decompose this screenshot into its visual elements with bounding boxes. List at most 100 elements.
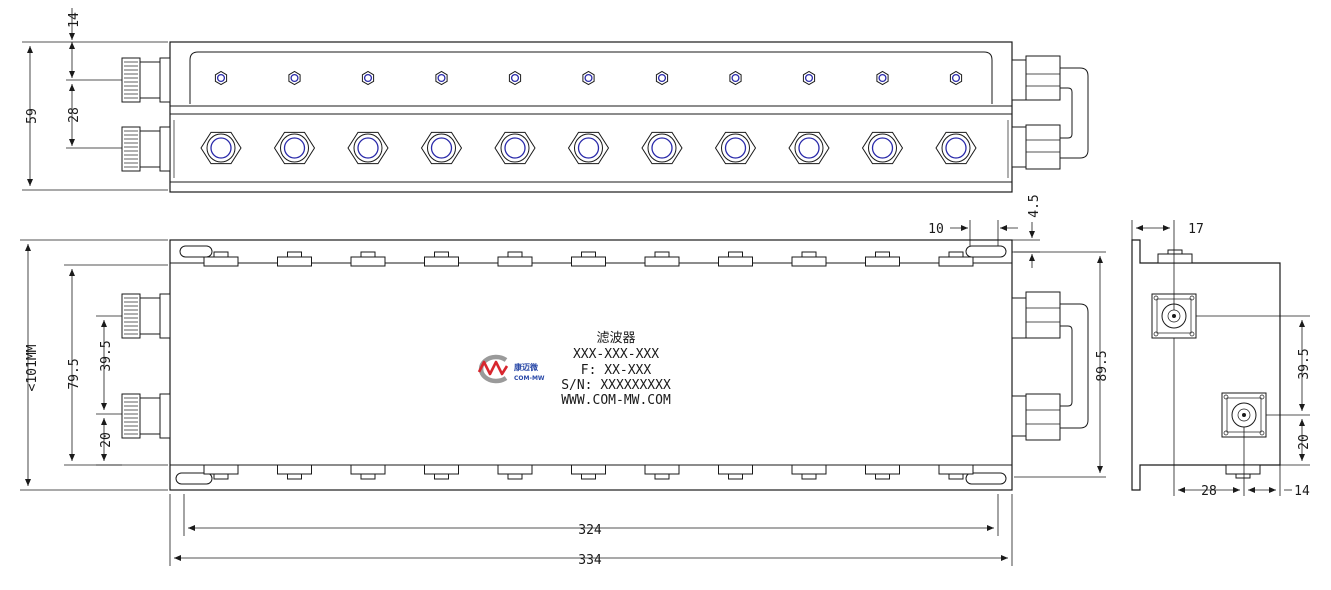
tuning-screw [288,70,301,86]
cavity-nut-row [200,131,977,165]
top-view-dim-28: 28 [66,84,122,149]
top-flange [571,251,606,267]
dim-89-5-label: 89.5 [1095,350,1110,381]
bottom-flange [350,464,386,480]
dim-20-label: 20 [99,432,114,448]
logo-en-name: COM-MW [514,375,545,382]
top-flange [938,251,974,267]
label-website: WWW.COM-MW.COM [561,393,671,408]
logo-cn-name: 康迈微 [514,362,538,372]
front-view-dim-20: 20 [96,418,122,466]
top-view-dim-59: 59 [22,41,168,191]
top-flange [424,251,459,267]
tuning-screw [435,70,448,86]
bottom-flange [938,464,974,480]
side-view-dim-17: 17 [1131,220,1204,310]
label-frequency: F: XX-XXX [581,363,652,378]
top-flange [203,251,239,267]
bottom-flange [277,464,312,480]
tuning-screw [361,70,375,86]
tuning-screw [655,70,669,86]
side-view: 17 39.5 20 28 14 [1131,220,1312,499]
tuning-screw [876,70,889,86]
dim-17-label: 17 [1188,222,1204,237]
bottom-flange [791,464,827,480]
top-view-left-connector-lower [121,126,171,172]
tuning-screw [729,70,742,86]
top-view-housing [169,41,1013,193]
dim-101-label: <101MM [25,344,40,391]
cavity-tuning-nut [861,131,904,165]
front-view-right-connector-lower [1011,393,1061,441]
front-view-dim-89-5: 89.5 [1014,251,1110,478]
side-view-dim-20: 20 [1280,419,1312,466]
cavity-tuning-nut [641,131,683,165]
label-serial: S/N: XXXXXXXXX [561,378,671,393]
top-flange [277,251,312,267]
front-view-dim-334: 334 [169,494,1013,568]
side-view-dim-39-5: 39.5 [1196,315,1312,416]
front-view-left-connector-lower [121,393,171,439]
dim-324-label: 324 [578,523,602,538]
cavity-tuning-nut [494,131,536,165]
top-view-right-connector-lower [1011,124,1061,170]
label-model: XXX-XXX-XXX [573,347,659,362]
side-view-dim-28: 28 [1173,338,1245,499]
side-view-housing [1131,239,1281,491]
tuning-screw [214,70,228,86]
tuning-screw [508,70,522,86]
bottom-flange [718,464,753,480]
front-view-housing [169,239,1013,491]
top-flange [791,251,827,267]
front-view-dim-4-5: 4.5 [1012,194,1042,268]
top-flange [718,251,753,267]
side-dim-39-5-label: 39.5 [1297,348,1312,379]
top-flange [865,251,900,267]
top-view-dim-14: 14 [66,8,122,81]
top-view-jumper-cable [1060,67,1089,159]
tuning-screw [949,70,963,86]
tuning-screw-row [214,70,963,86]
cavity-tuning-nut [935,131,977,165]
dim-334-label: 334 [578,553,602,568]
com-mw-logo-icon: 康迈微 COM-MW [477,354,545,384]
bottom-flange [203,464,239,480]
front-view-right-connector-upper [1011,291,1061,339]
front-view-dim-324: 324 [183,494,999,538]
dim-39-5-label: 39.5 [99,340,114,371]
bottom-flange-row [203,464,974,480]
bottom-flange [497,464,533,480]
top-flange [497,251,533,267]
top-view-cover-plate [189,51,993,104]
dim-10-label: 10 [928,222,944,237]
cavity-tuning-nut [714,131,757,165]
side-dim-28-label: 28 [1201,484,1217,499]
bottom-flange [424,464,459,480]
dim-28-label: 28 [67,107,82,123]
top-view-right-connector-upper [1011,55,1061,101]
front-view-dim-10: 10 [928,220,1018,246]
top-view-left-connector-upper [121,57,171,103]
front-view-jumper-cable [1060,303,1089,429]
front-view-dim-79-5: 79.5 [64,264,168,466]
top-view: 59 14 28 [22,8,1089,193]
bottom-flange [571,464,606,480]
front-view-dim-101: <101MM [20,239,168,491]
dim-4-5-label: 4.5 [1027,194,1042,217]
cavity-tuning-nut [788,131,830,165]
bottom-flange [644,464,680,480]
cavity-tuning-nut [347,131,389,165]
product-label: 滤波器 XXX-XXX-XXX F: XX-XXX S/N: XXXXXXXXX… [561,331,671,408]
dim-79-5-label: 79.5 [67,358,82,389]
top-flange [644,251,680,267]
cavity-tuning-nut [200,131,242,165]
side-dim-20-label: 20 [1297,434,1312,450]
top-flange-row [203,251,974,267]
tuning-screw [582,70,595,86]
front-view-left-connector-upper [121,293,171,339]
tuning-screw [802,70,816,86]
side-view-dim-14: 14 [1248,465,1310,499]
top-flange [350,251,386,267]
dim-59-label: 59 [25,108,40,124]
